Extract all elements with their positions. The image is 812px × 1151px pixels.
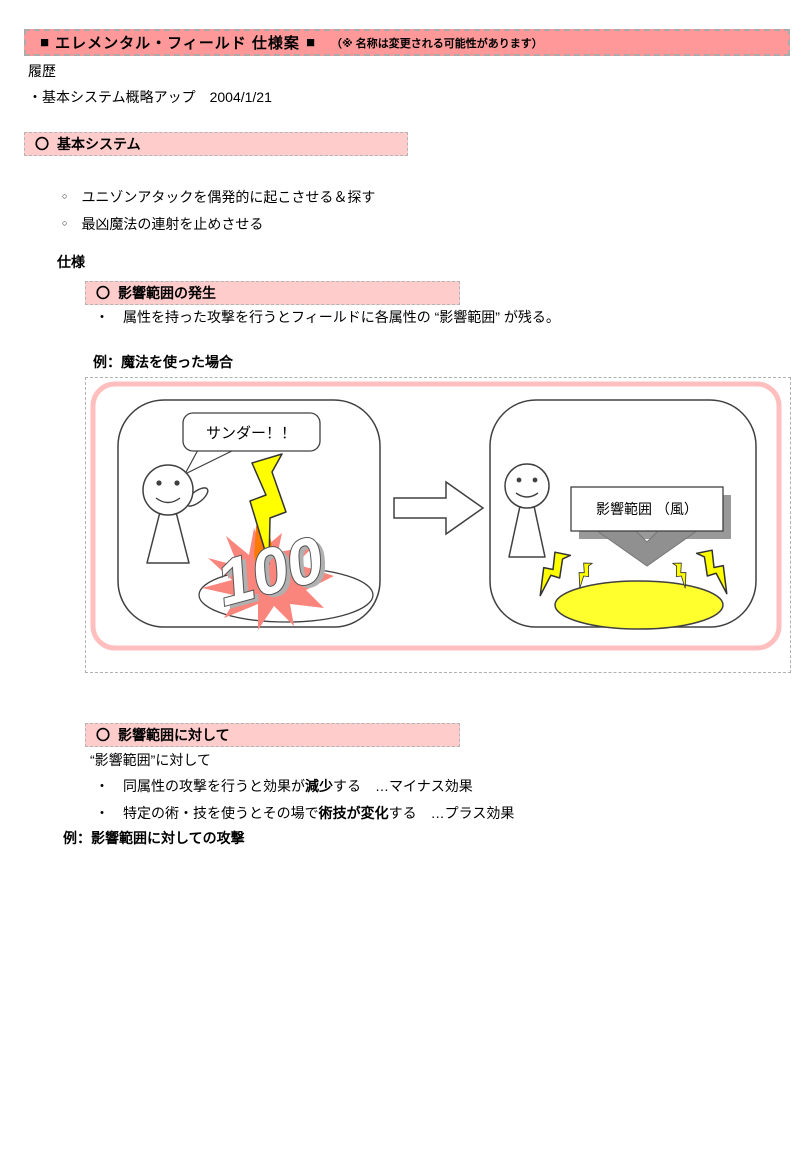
history-entry: ・基本システム概略アップ 2004/1/21 [28,89,272,105]
speech-bubble-text: サンダー！！ [206,425,296,442]
section-title: 基本システム [57,136,141,152]
impact-burst [202,528,334,630]
item-text-bold: 術技が変化 [318,805,389,821]
circle-marker-icon: 〇 [35,136,49,152]
goal-text: 最凶魔法の連射を止めさせる [81,216,264,232]
observer-figure [504,463,550,558]
desc-text: 属性を持った攻撃を行うとフィールドに各属性の “影響範囲” が残る。 [123,309,560,325]
goal-item: ○ ユニゾンアタックを偶発的に起こさせる＆探す [62,187,375,207]
section-bar-range-interaction: 〇 影響範囲に対して [85,723,460,747]
item-text-bold: 減少 [305,778,333,794]
interaction-intro: “影響範囲”に対して [90,752,211,768]
bullet-circle-icon: ○ [62,218,68,228]
figure-smile [155,497,181,504]
figure-eye [174,480,180,486]
figure-eye [156,480,162,486]
example-heading-attack: 例：影響範囲に対しての攻撃 [63,830,245,846]
arrow-right-icon [393,480,485,536]
magic-example-diagram: サンダー！！ 100 100 [85,377,791,673]
dot-bullet-icon: ・ [95,309,109,325]
figure-head [142,464,194,516]
item-text: 特定の術・技を使うとその場で [123,805,319,821]
figure-smile [515,492,539,498]
figure-eye [516,477,522,483]
circle-marker-icon: 〇 [96,285,110,301]
wind-field-ellipse [554,580,724,630]
dot-bullet-icon: ・ [95,805,109,821]
range-occurrence-desc: ・属性を持った攻撃を行うとフィールドに各属性の “影響範囲” が残る。 [95,308,560,327]
pink-frame [90,381,782,651]
figure-head [504,463,550,509]
speech-bubble [182,412,321,452]
interaction-item: ・特定の術・技を使うとその場で術技が変化する …プラス効果 [95,804,514,823]
black-square-icon: ■ [305,34,315,51]
goal-text: ユニゾンアタックを偶発的に起こさせる＆探す [81,189,376,205]
document-title: エレメンタル・フィールド 仕様案 [55,35,300,52]
circle-marker-icon: 〇 [96,727,110,743]
history-heading: 履歴 [28,63,56,79]
title-note: （※ 名称は変更される可能性があります） [331,37,543,50]
section-title: 影響範囲の発生 [118,285,216,301]
item-text: する …プラス効果 [388,805,515,821]
bullet-circle-icon: ○ [62,191,68,201]
example-heading-magic: 例：魔法を使った場合 [93,354,233,370]
black-square-icon: ■ [40,34,50,51]
caster-figure: サンダー！！ [142,412,321,564]
interaction-item: ・同属性の攻撃を行うと効果が減少する …マイナス効果 [95,777,473,796]
item-text: 同属性の攻撃を行うと効果が [123,778,305,794]
field-label-text: 影響範囲 （風） [596,501,698,517]
field-label-box [570,486,724,532]
section-title: 影響範囲に対して [118,727,230,743]
spec-heading: 仕様 [57,254,85,270]
lightning-bolt-icon [249,453,287,565]
section-bar-range-occurrence: 〇 影響範囲の発生 [85,281,460,305]
goal-item: ○ 最凶魔法の連射を止めさせる [62,214,263,234]
dot-bullet-icon: ・ [95,778,109,794]
section-bar-basic-system: 〇 基本システム [24,132,408,156]
figure-eye [532,477,538,483]
document-title-bar: ■ エレメンタル・フィールド 仕様案 ■ （※ 名称は変更される可能性があります… [24,29,790,56]
item-text: する …マイナス効果 [333,778,473,794]
